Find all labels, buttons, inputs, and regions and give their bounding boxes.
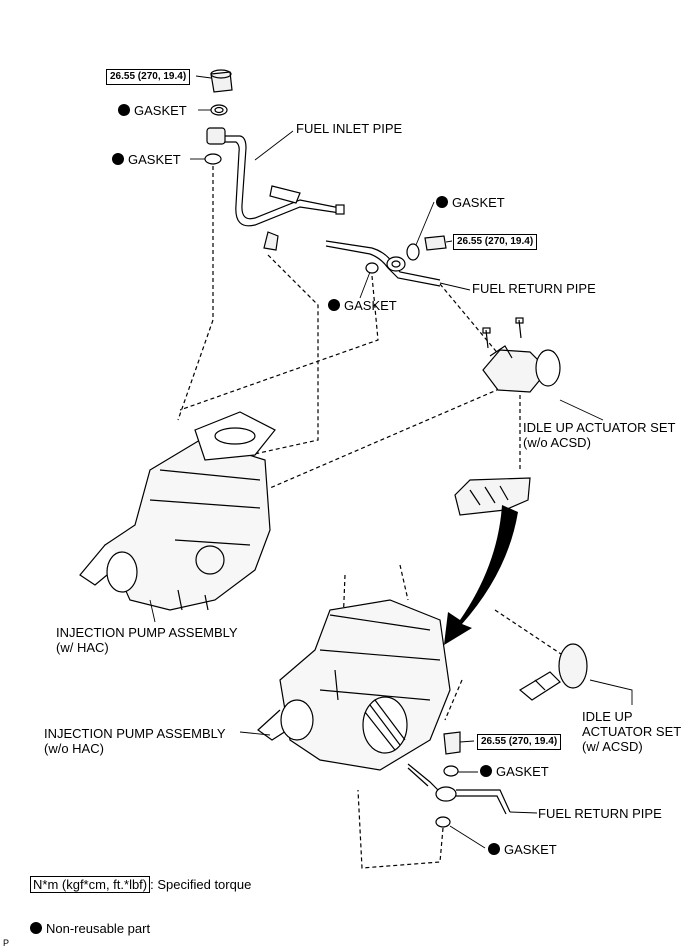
gasket-inlet-lower [204, 153, 222, 165]
gasket-label-6: GASKET [488, 842, 557, 857]
fuel-return-pipe-lower [407, 763, 511, 815]
torque-box-top: 26.55 (270, 19.4) [106, 69, 191, 85]
gasket-label-1: GASKET [118, 103, 187, 118]
idle-up-actuator-wo-acsd-label: IDLE UP ACTUATOR SET(w/o ACSD) [523, 420, 676, 450]
injection-pump-w-hac-label: INJECTION PUMP ASSEMBLY(w/ HAC) [56, 625, 238, 655]
non-reusable-dot-icon [480, 765, 492, 777]
gasket-label-5: GASKET [480, 764, 549, 779]
fuel-return-pipe-label-lower: FUEL RETURN PIPE [538, 806, 662, 821]
non-reusable-dot-icon [30, 922, 42, 934]
injection-pump-wo-hac-label: INJECTION PUMP ASSEMBLY(w/o HAC) [44, 726, 226, 756]
union-bolt-lower [443, 731, 461, 755]
non-reusable-dot-icon [436, 196, 448, 208]
fuel-inlet-pipe [206, 127, 345, 251]
gasket-label-2: GASKET [112, 152, 181, 167]
gasket-label-3: GASKET [436, 195, 505, 210]
non-reusable-dot-icon [488, 843, 500, 855]
non-reusable-dot-icon [112, 153, 124, 165]
union-bolt-top [210, 69, 233, 93]
non-reusable-dot-icon [118, 104, 130, 116]
torque-box-middle: 26.55 (270, 19.4) [453, 234, 538, 250]
mounting-bracket [454, 477, 531, 516]
direction-arrow [444, 505, 518, 645]
gasket-lower-1 [443, 765, 459, 777]
non-reusable-dot-icon [328, 299, 340, 311]
idle-up-actuator-wo-acsd [482, 317, 561, 393]
gasket-top [210, 104, 228, 116]
torque-box-lower: 26.55 (270, 19.4) [477, 734, 562, 750]
corner-mark: P [3, 938, 10, 948]
legend-torque: N*m (kgf*cm, ft.*lbf): Specified torque [30, 876, 251, 893]
fuel-return-pipe-upper [325, 235, 447, 287]
idle-up-actuator-w-acsd [518, 643, 588, 701]
gasket-lower-2 [435, 816, 451, 828]
legend-non-reusable: Non-reusable part [30, 921, 150, 936]
gasket-label-4: GASKET [328, 298, 397, 313]
fuel-inlet-pipe-label: FUEL INLET PIPE [296, 121, 403, 136]
injection-pump-w-hac [79, 411, 276, 611]
fuel-return-pipe-label-upper: FUEL RETURN PIPE [472, 281, 596, 296]
injection-pump-wo-hac [257, 599, 451, 771]
